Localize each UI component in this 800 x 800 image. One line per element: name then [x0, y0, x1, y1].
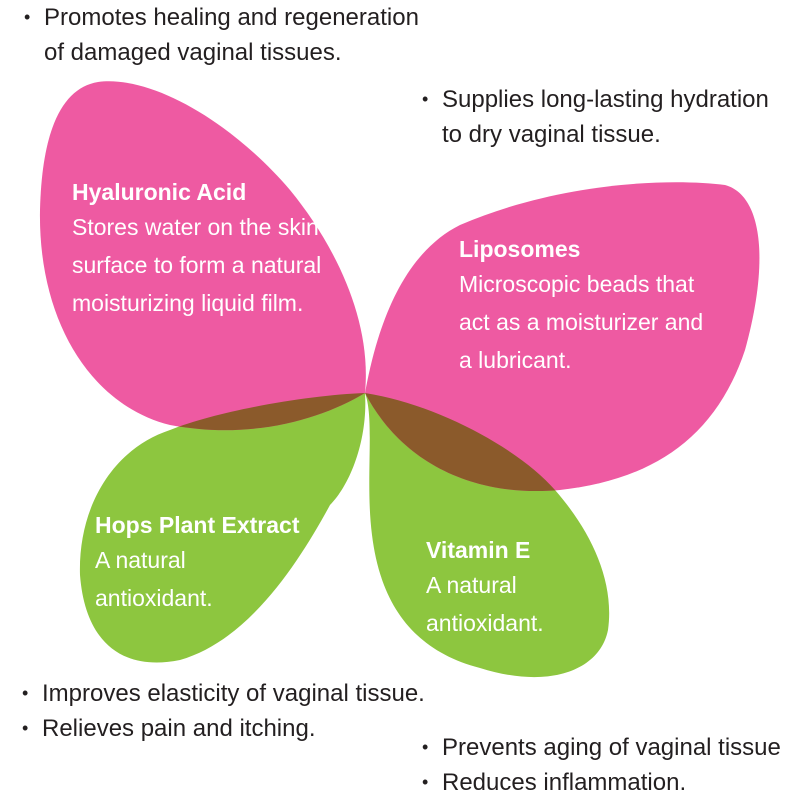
wing-hyaluronic-line-2: surface to form a natural [72, 252, 322, 278]
benefit-text-cont: of damaged vaginal tissues. [44, 39, 342, 66]
benefit-top-right-1: Supplies long-lasting hydration to dry va… [422, 82, 769, 152]
benefit-bottom-right-2: Reduces inflammation. [422, 765, 781, 800]
wing-liposomes-line-3: a lubricant. [459, 347, 572, 373]
wing-liposomes-line-1: Microscopic beads that [459, 271, 695, 297]
wing-vitamin-e-line-1: A natural [426, 572, 517, 598]
benefit-text: Relieves pain and itching. [42, 715, 316, 742]
wing-hops-line-2: antioxidant. [95, 585, 213, 611]
benefits-bottom-right: Prevents aging of vaginal tissue Reduces… [422, 730, 781, 800]
benefit-text: Reduces inflammation. [442, 769, 687, 796]
wing-vitamin-e-text: Vitamin E A natural antioxidant. [426, 534, 544, 642]
wing-hops-line-1: A natural [95, 547, 186, 573]
wing-hyaluronic-line-1: Stores water on the skin [72, 214, 319, 240]
wing-vitamin-e-title: Vitamin E [426, 537, 531, 563]
wing-liposomes-line-2: act as a moisturizer and [459, 309, 704, 335]
benefit-bottom-left-2: Relieves pain and itching. [22, 711, 425, 746]
benefit-text: Promotes healing and regeneration [44, 4, 419, 31]
benefit-text: Prevents aging of vaginal tissue [442, 734, 781, 761]
benefits-bottom-left: Improves elasticity of vaginal tissue. R… [22, 676, 425, 746]
benefits-top-left: Promotes healing and regeneration of dama… [24, 0, 419, 70]
benefit-text: Improves elasticity of vaginal tissue. [42, 680, 425, 707]
wing-hyaluronic-title: Hyaluronic Acid [72, 179, 247, 205]
wing-hops-title: Hops Plant Extract [95, 512, 300, 538]
benefit-text: Supplies long-lasting hydration [442, 86, 769, 113]
wing-liposomes-text: Liposomes Microscopic beads that act as … [459, 233, 703, 379]
benefit-bottom-left-1: Improves elasticity of vaginal tissue. [22, 676, 425, 711]
wing-hyaluronic-text: Hyaluronic Acid Stores water on the skin… [72, 176, 321, 322]
wing-liposomes-title: Liposomes [459, 236, 581, 262]
benefit-bottom-right-1: Prevents aging of vaginal tissue [422, 730, 781, 765]
wing-hyaluronic-line-3: moisturizing liquid film. [72, 290, 304, 316]
wing-vitamin-e-line-2: antioxidant. [426, 610, 544, 636]
wing-hops-text: Hops Plant Extract A natural antioxidant… [95, 509, 300, 617]
benefit-text-cont: to dry vaginal tissue. [442, 121, 661, 148]
benefits-top-right: Supplies long-lasting hydration to dry va… [422, 82, 769, 152]
benefit-top-left-1: Promotes healing and regeneration of dama… [24, 0, 419, 70]
